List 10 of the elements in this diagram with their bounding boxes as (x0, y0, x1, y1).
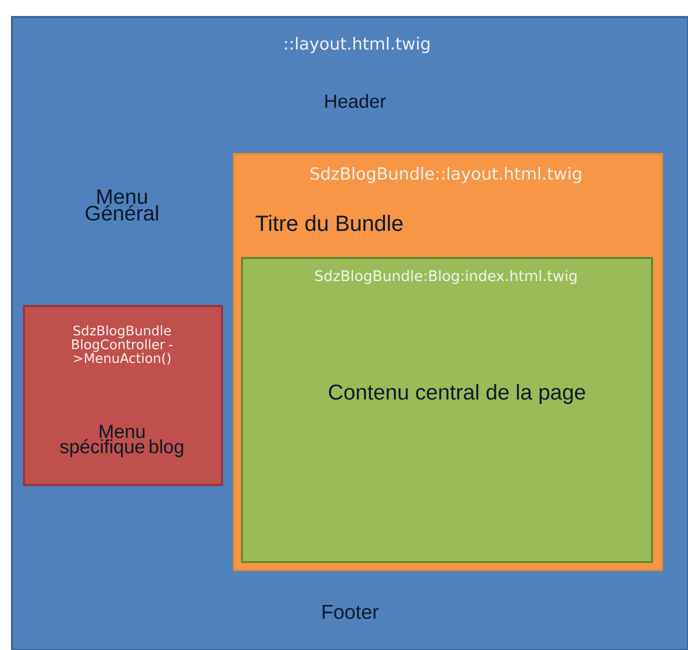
controller-name: SdzBlogBundle BlogController ->MenuAction() (72, 325, 172, 365)
template-name: SdzBlogBundle:Blog:index.html.twig (315, 270, 576, 284)
region-label: Menu Général (86, 189, 158, 221)
template-name: SdzBlogBundle::layout.html.twig (310, 166, 581, 184)
region-label: Menu spécifique blog (60, 424, 184, 458)
region-label: Titre du Bundle (256, 214, 403, 232)
region-label: Header (325, 94, 386, 108)
region-label: Contenu central de la page (329, 384, 586, 404)
region-label: Footer (322, 605, 379, 619)
template-name: ::layout.html.twig (285, 36, 430, 54)
